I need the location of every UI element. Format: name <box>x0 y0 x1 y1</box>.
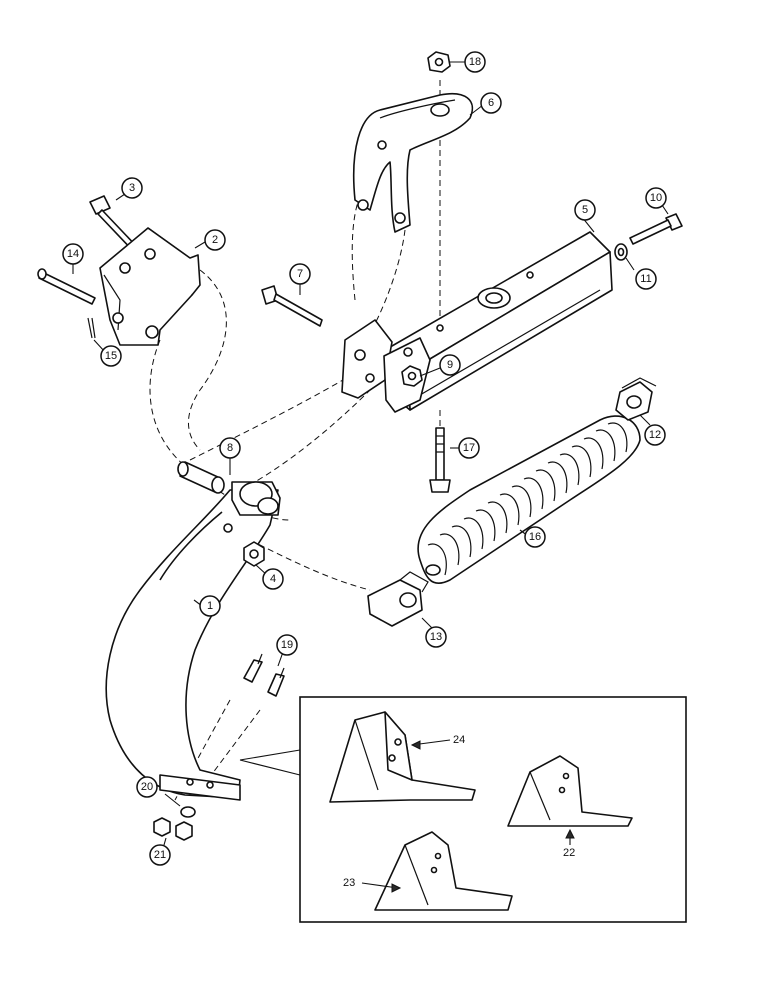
upper-bracket-part-6 <box>352 93 474 233</box>
callout-circle <box>524 526 546 548</box>
callout-19: 19 <box>276 634 298 656</box>
callout-circle <box>645 187 667 209</box>
callout-6: 6 <box>480 92 502 114</box>
spring-cap-part-12 <box>615 377 657 421</box>
callout-circle <box>458 437 480 459</box>
callout-11: 11 <box>635 268 657 290</box>
spring-cap-part-13 <box>367 571 429 627</box>
callout-1: 1 <box>199 595 221 617</box>
sweep-part-22 <box>507 755 633 827</box>
callout-number: 12 <box>649 429 661 441</box>
callout-number: 6 <box>488 97 494 109</box>
callout-number: 4 <box>270 573 276 585</box>
callout-circle <box>262 568 284 590</box>
callout-number: 21 <box>154 849 166 861</box>
callout-circle <box>644 424 666 446</box>
callout-number: 11 <box>640 273 651 285</box>
washer-part-11 <box>614 243 628 261</box>
spring-part-16 <box>417 415 641 584</box>
nut-part-9 <box>401 365 423 387</box>
nut-part-18 <box>427 51 451 73</box>
callout-10: 10 <box>645 187 667 209</box>
callout-circle <box>574 199 596 221</box>
callout-circle <box>635 268 657 290</box>
bolt-part-7 <box>261 285 323 327</box>
callout-circle <box>480 92 502 114</box>
nut-part-4 <box>243 541 265 567</box>
callout-number: 19 <box>281 639 293 651</box>
shank-part-1 <box>105 481 281 801</box>
callout-17: 17 <box>458 437 480 459</box>
callout-circle <box>199 595 221 617</box>
callout-5: 5 <box>574 199 596 221</box>
callout-number: 15 <box>105 350 117 362</box>
callout-circle <box>136 776 158 798</box>
callout-20: 20 <box>136 776 158 798</box>
plow-bolts-part-19 <box>243 653 285 697</box>
callout-9: 9 <box>439 354 461 376</box>
callout-number: 17 <box>463 442 475 454</box>
bracket-part-2 <box>99 227 201 346</box>
callout-13: 13 <box>425 626 447 648</box>
label-24: 24 <box>453 734 465 746</box>
callout-8: 8 <box>219 437 241 459</box>
callout-circle <box>100 345 122 367</box>
callout-number: 16 <box>529 531 541 543</box>
callout-number: 14 <box>67 248 79 260</box>
callout-21: 21 <box>149 844 171 866</box>
pin-part-14 <box>37 268 96 305</box>
callout-number: 20 <box>141 781 153 793</box>
callout-number: 9 <box>447 359 453 371</box>
bushing-part-8 <box>177 461 225 494</box>
callout-number: 7 <box>297 268 303 280</box>
callout-number: 2 <box>212 234 218 246</box>
callout-16: 16 <box>524 526 546 548</box>
callout-circle <box>425 626 447 648</box>
cotter-pin-part-15 <box>87 317 96 339</box>
callout-12: 12 <box>644 424 666 446</box>
callout-circle <box>289 263 311 285</box>
callout-circle <box>439 354 461 376</box>
callout-14: 14 <box>62 243 84 265</box>
callout-3: 3 <box>121 177 143 199</box>
callout-number: 3 <box>129 182 135 194</box>
sweep-part-24 <box>329 711 476 803</box>
callout-circle <box>464 51 486 73</box>
callout-15: 15 <box>100 345 122 367</box>
label-23: 23 <box>343 877 355 889</box>
callout-number: 8 <box>227 442 233 454</box>
callout-number: 13 <box>430 631 442 643</box>
callout-circle <box>204 229 226 251</box>
sweep-part-23 <box>374 831 513 911</box>
callout-number: 5 <box>582 204 588 216</box>
callout-4: 4 <box>262 568 284 590</box>
callout-number: 10 <box>650 192 662 204</box>
callout-number: 18 <box>469 56 481 68</box>
bolt-part-10 <box>629 213 683 245</box>
sweeps-inset: 24 22 23 <box>239 696 687 923</box>
callout-circle <box>219 437 241 459</box>
callout-2: 2 <box>204 229 226 251</box>
callout-circle <box>149 844 171 866</box>
washer-part-20 <box>180 806 196 818</box>
bolt-part-17 <box>429 427 451 493</box>
callout-7: 7 <box>289 263 311 285</box>
label-22: 22 <box>563 847 575 859</box>
callout-circle <box>276 634 298 656</box>
callout-leaders <box>72 61 669 846</box>
callout-18: 18 <box>464 51 486 73</box>
callout-circle <box>62 243 84 265</box>
callout-number: 1 <box>207 600 213 612</box>
callout-circle <box>121 177 143 199</box>
nuts-part-21 <box>153 817 193 841</box>
